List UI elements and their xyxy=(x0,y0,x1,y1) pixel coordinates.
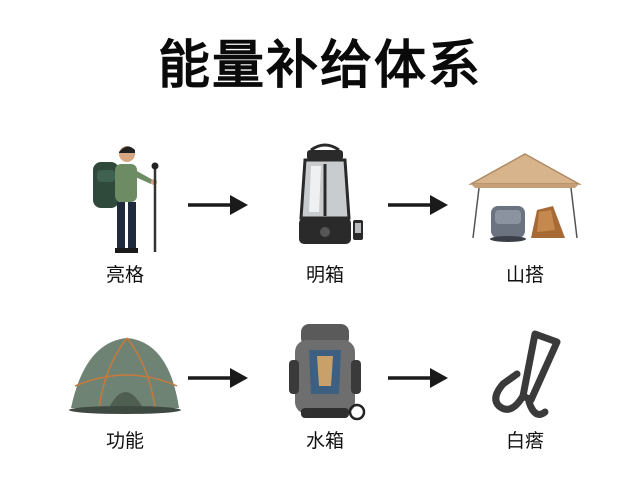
node-label: 白瘩 xyxy=(505,430,544,452)
node-label: 亮格 xyxy=(105,264,144,286)
hiker-icon xyxy=(65,140,185,260)
node-label: 功能 xyxy=(105,430,144,452)
dome-tent-icon xyxy=(65,316,185,436)
node-label: 山搭 xyxy=(505,264,544,286)
lantern-icon xyxy=(265,140,385,260)
right-arrow-icon xyxy=(186,366,250,390)
right-arrow-icon xyxy=(386,193,450,217)
backpack-icon xyxy=(265,316,385,436)
page-title: 能量补给体系 xyxy=(157,36,482,96)
canopy-tent-icon xyxy=(465,140,585,260)
node-label: 水箱 xyxy=(305,430,344,452)
right-arrow-icon xyxy=(386,366,450,390)
right-arrow-icon xyxy=(186,193,250,217)
carabiner-icon xyxy=(465,316,585,436)
node-label: 明箱 xyxy=(305,264,344,286)
